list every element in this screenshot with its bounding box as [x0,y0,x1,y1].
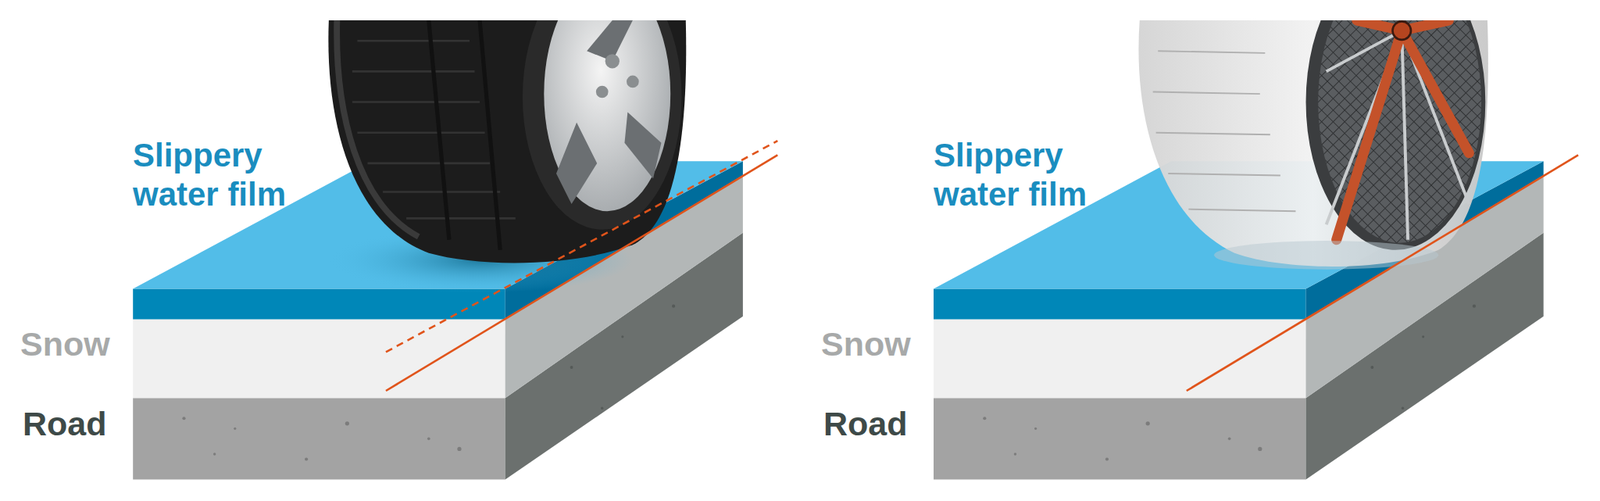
snow-sock [1138,20,1488,270]
friction-line [385,154,778,391]
tyre [328,20,686,263]
friction-line [385,140,778,352]
road-label: Road [823,403,936,445]
film-label: Slippery water film [933,135,1128,215]
road-label: Road [22,403,136,445]
friction-line [1186,154,1579,391]
snow-label: Snow [821,324,934,365]
film-label: Slippery water film [132,135,327,215]
snow-label: Snow [20,324,133,365]
